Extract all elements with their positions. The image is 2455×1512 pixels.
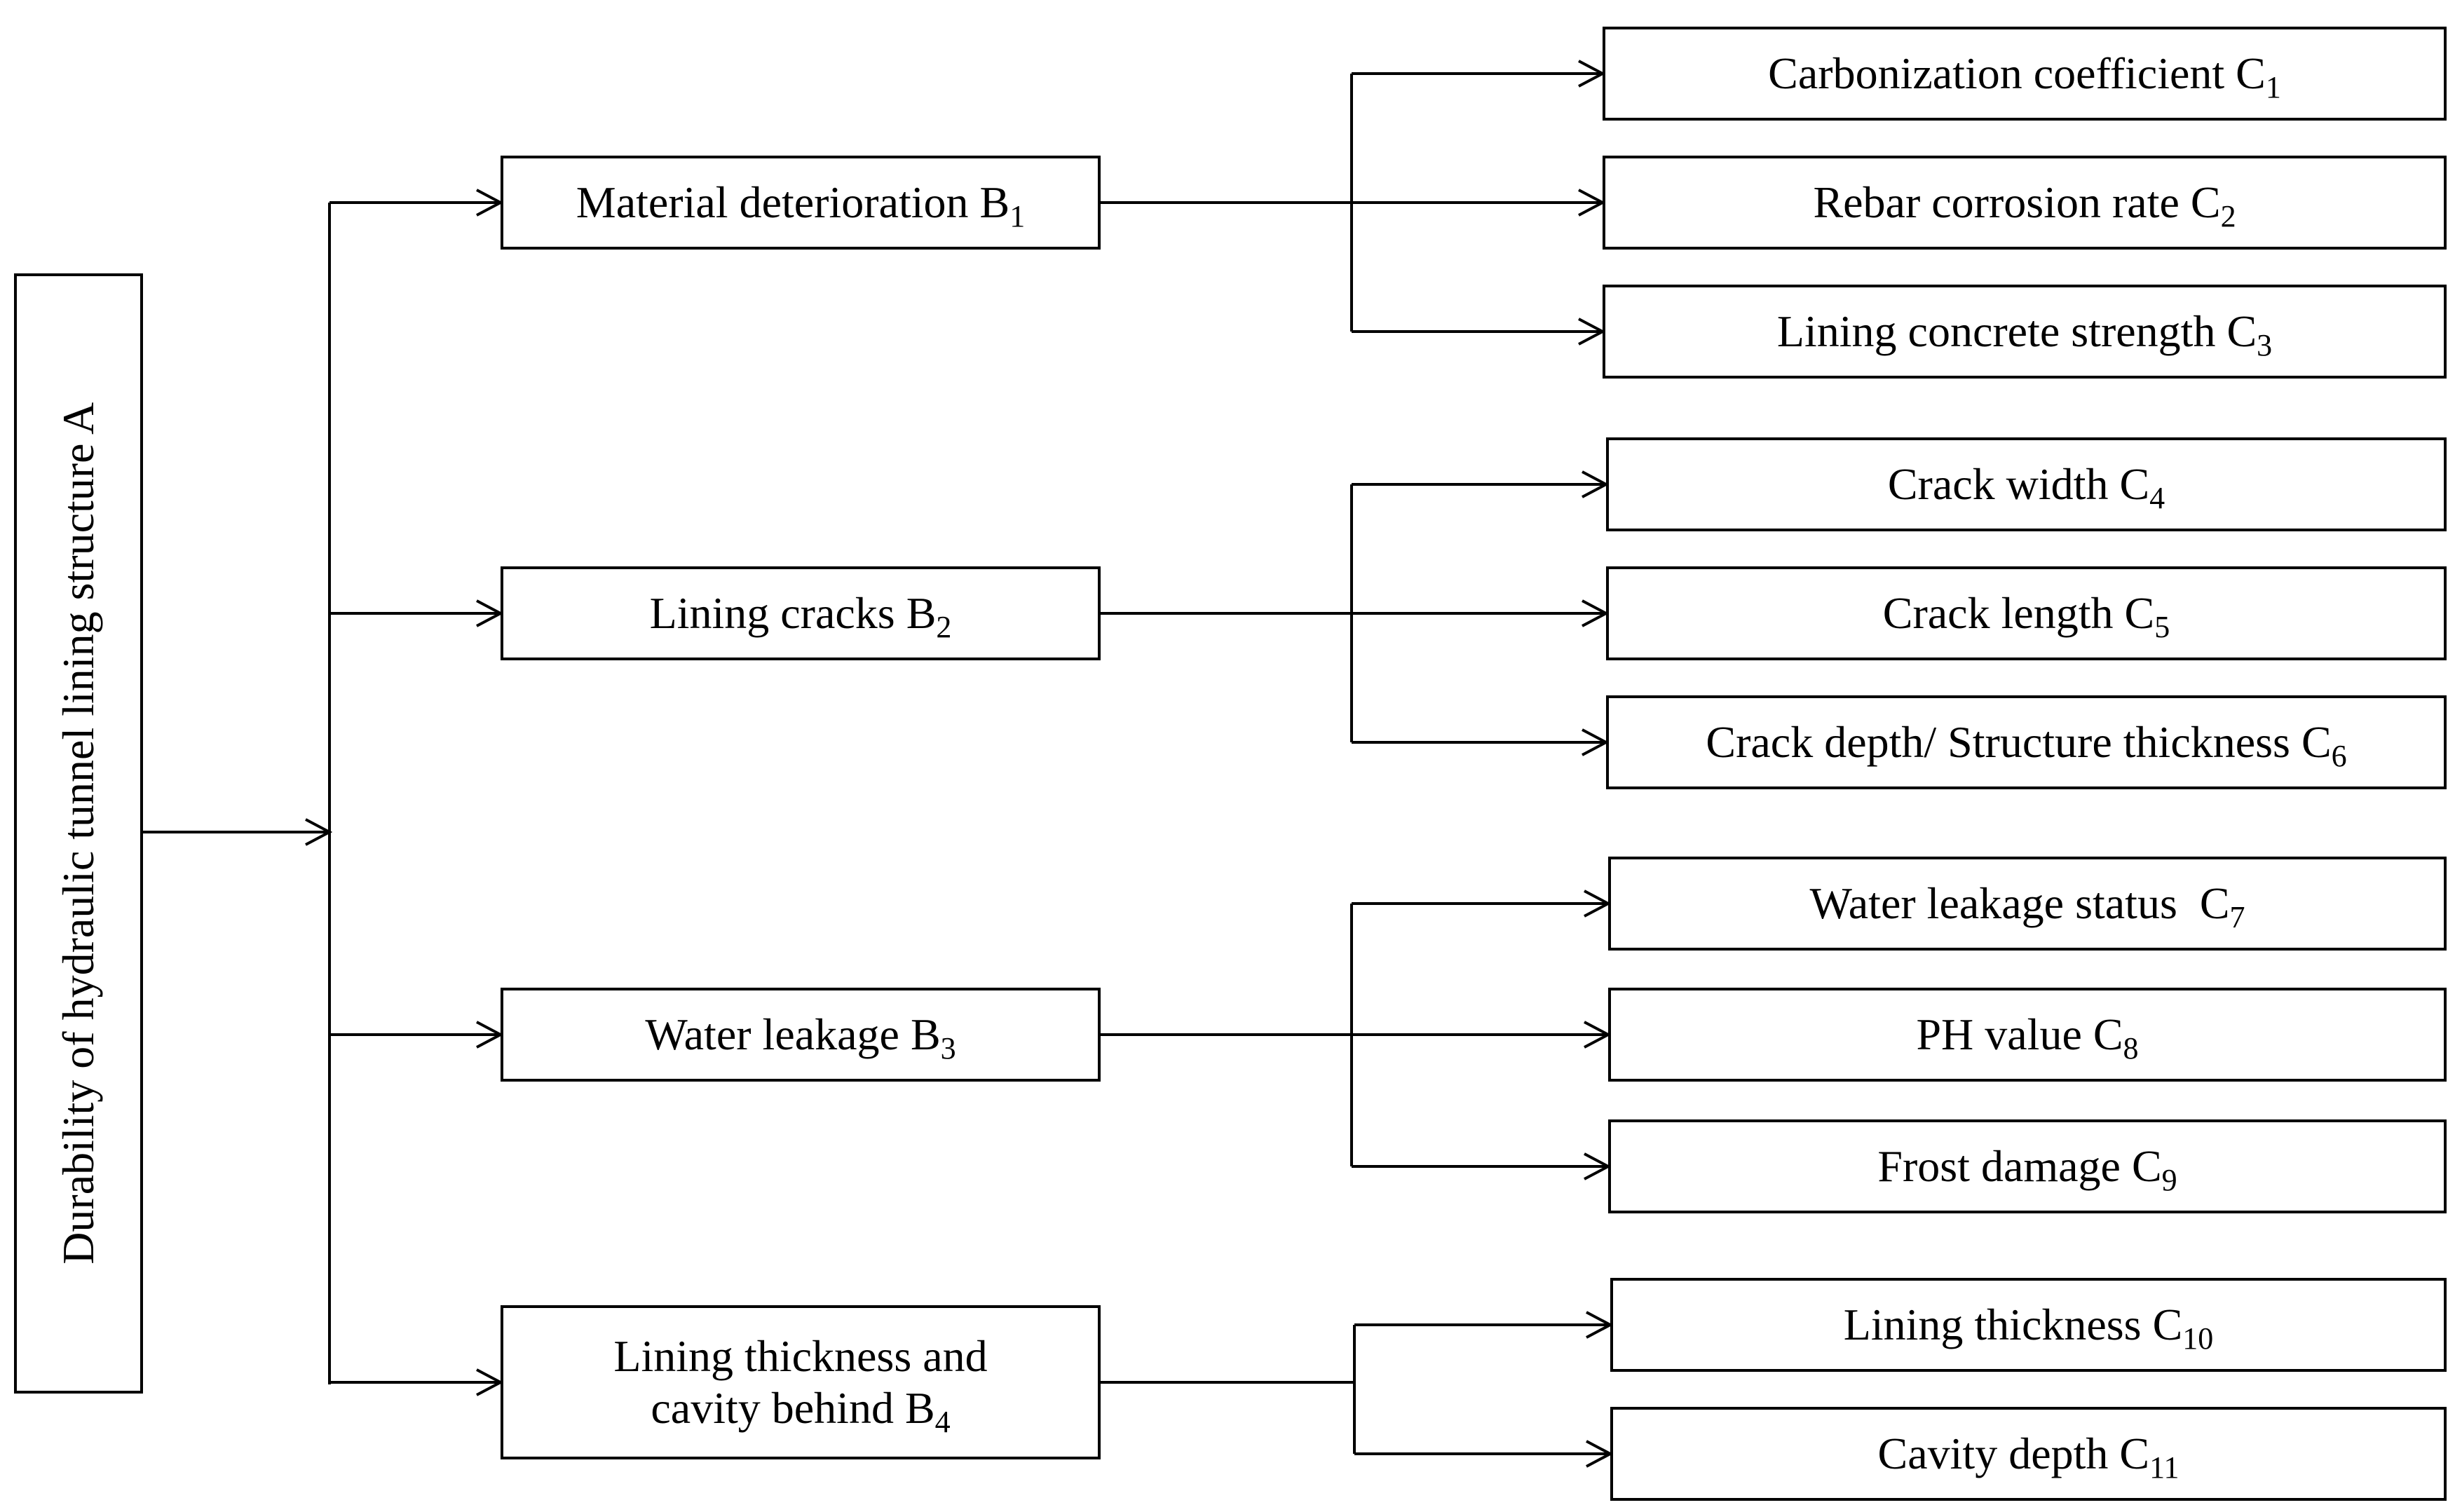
indicator-label: Cavity depth C <box>1877 1429 2150 1479</box>
indicator-node-c7: Water leakage status C7 <box>1608 857 2447 951</box>
criterion-subscript: 3 <box>940 1031 956 1066</box>
criterion-node-b3: Water leakage B3 <box>501 988 1101 1082</box>
indicator-subscript: 7 <box>2229 900 2245 935</box>
indicator-subscript: 10 <box>2182 1321 2214 1356</box>
criterion-node-b2: Lining cracks B2 <box>501 566 1101 660</box>
criterion-node-b4: Lining thickness and cavity behind B4 <box>501 1305 1101 1459</box>
criterion-subscript: 2 <box>936 610 952 645</box>
indicator-subscript: 6 <box>2331 739 2347 774</box>
criterion-label: Material deterioration B <box>576 177 1010 228</box>
indicator-node-c2: Rebar corrosion rate C2 <box>1603 156 2447 250</box>
indicator-label: Crack width C <box>1887 459 2150 510</box>
indicator-label: Crack length C <box>1882 588 2155 639</box>
indicator-subscript: 11 <box>2149 1450 2179 1485</box>
indicator-node-c3: Lining concrete strength C3 <box>1603 285 2447 379</box>
criterion-subscript: 1 <box>1009 199 1026 234</box>
indicator-node-c4: Crack width C4 <box>1606 437 2447 531</box>
indicator-label: Lining thickness C <box>1843 1300 2183 1350</box>
indicator-node-c1: Carbonization coefficient C1 <box>1603 27 2447 121</box>
criterion-node-b1: Material deterioration B1 <box>501 156 1101 250</box>
indicator-label: Lining concrete strength C <box>1776 306 2257 357</box>
indicator-node-c10: Lining thickness C10 <box>1610 1278 2447 1372</box>
indicator-subscript: 4 <box>2149 481 2165 516</box>
indicator-subscript: 1 <box>2265 70 2281 105</box>
indicator-subscript: 8 <box>2123 1031 2139 1066</box>
goal-label: Durability of hydraulic tunnel lining st… <box>53 402 104 1265</box>
indicator-label: Carbonization coefficient C <box>1768 48 2266 99</box>
criterion-label: Water leakage B <box>645 1009 941 1060</box>
indicator-label: Frost damage C <box>1877 1141 2162 1192</box>
indicator-subscript: 3 <box>2257 328 2273 363</box>
criterion-label: Lining cracks B <box>649 588 937 639</box>
indicator-subscript: 9 <box>2161 1163 2177 1198</box>
indicator-label: Water leakage status C <box>1809 878 2230 929</box>
indicator-node-c9: Frost damage C9 <box>1608 1119 2447 1213</box>
indicator-node-c8: PH value C8 <box>1608 988 2447 1082</box>
indicator-node-c11: Cavity depth C11 <box>1610 1407 2447 1501</box>
indicator-node-c6: Crack depth/ Structure thickness C6 <box>1606 695 2447 789</box>
indicator-node-c5: Crack length C5 <box>1606 566 2447 660</box>
indicator-label: PH value C <box>1916 1009 2123 1060</box>
indicator-label: Crack depth/ Structure thickness C <box>1706 717 2332 768</box>
criterion-label-line1: Lining thickness and <box>613 1331 988 1382</box>
goal-node-a: Durability of hydraulic tunnel lining st… <box>14 273 143 1394</box>
criterion-subscript: 4 <box>934 1405 951 1440</box>
criterion-label-line2: cavity behind B <box>651 1383 935 1433</box>
indicator-subscript: 5 <box>2154 610 2170 645</box>
indicator-subscript: 2 <box>2220 199 2236 234</box>
indicator-label: Rebar corrosion rate C <box>1813 177 2221 228</box>
